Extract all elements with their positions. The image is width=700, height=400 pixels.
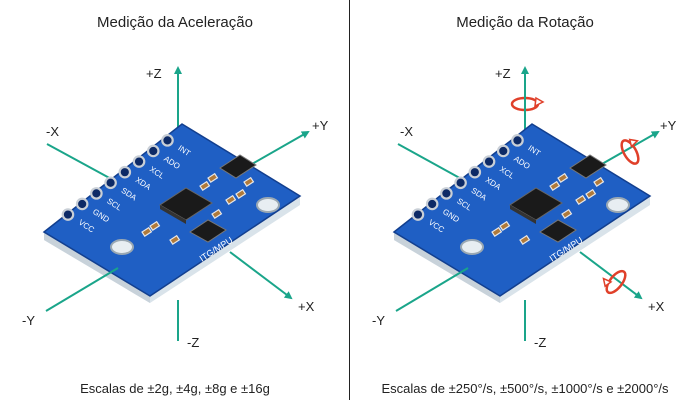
smd-component [235,188,247,200]
mounting-hole [110,239,134,255]
smd-component [149,220,161,232]
axis-label-plus-y: +Y [312,118,329,133]
axis-label-minus-y: -Y [22,313,35,328]
smd-component [593,176,605,188]
minus-y-axis [395,267,469,312]
smd-component [169,234,181,246]
smd-component [199,180,211,192]
header-pin-pad [75,197,89,211]
voltage-regulator [219,154,257,179]
header-pin-pad [161,134,174,147]
header-pin-pad [440,187,453,200]
rotation-x-icon [602,269,627,295]
header-pin-pad [425,197,439,211]
minus-y-axis [45,267,119,312]
mounting-hole [256,197,280,213]
mounting-hole [606,197,630,213]
axis-label-minus-x: -X [46,124,59,139]
smd-component [561,208,573,220]
header-pin-pad [132,155,146,168]
header-pin-pad [90,187,103,200]
mounting-hole [460,239,484,255]
axis-label-plus-x: +X [298,299,315,314]
header-pin-pad [511,134,524,147]
smd-component [549,180,561,192]
panel-divider [349,0,350,400]
rotation-title: Medição da Rotação [456,14,594,31]
axis-label-minus-y: -Y [372,313,385,328]
header-pin-pad [468,165,482,179]
smd-component [575,194,587,206]
rotation-scales-caption: Escalas de ±250°/s, ±500°/s, ±1000°/s e … [381,381,669,396]
smd-component [207,172,219,184]
smd-component [585,188,597,200]
acceleration-scales-caption: Escalas de ±2g, ±4g, ±8g e ±16g [80,381,270,396]
header-pin-pad [482,155,496,168]
header-pin-pad [496,144,510,158]
smd-component [491,226,503,238]
axis-label-minus-z: -Z [534,335,547,350]
axis-label-minus-x: -X [400,124,413,139]
header-pin-pad [454,176,467,190]
axis-label-minus-z: -Z [187,335,200,350]
ic-chip [189,219,227,243]
smd-component [141,226,153,238]
header-pin-pad [146,144,160,158]
acceleration-title: Medição da Aceleração [97,14,253,31]
smd-component [243,176,255,188]
axis-label-plus-x: +X [648,299,665,314]
header-pin-pad [104,176,117,190]
plus-x-axis [579,251,643,300]
smd-component [557,172,569,184]
smd-component [211,208,223,220]
smd-component [519,234,531,246]
smd-component [499,220,511,232]
axis-label-plus-y: +Y [660,118,677,133]
header-pin-pad [61,208,75,221]
axis-label-plus-z: +Z [495,66,511,81]
header-pin-pad [411,208,425,221]
smd-component [225,194,237,206]
rotation-y-icon [620,138,640,165]
plus-x-axis [229,251,293,300]
voltage-regulator [569,154,607,179]
header-pin-pad [118,165,132,179]
axis-label-plus-z: +Z [146,66,162,81]
rotation-z-icon [510,90,545,118]
ic-chip [539,219,577,243]
